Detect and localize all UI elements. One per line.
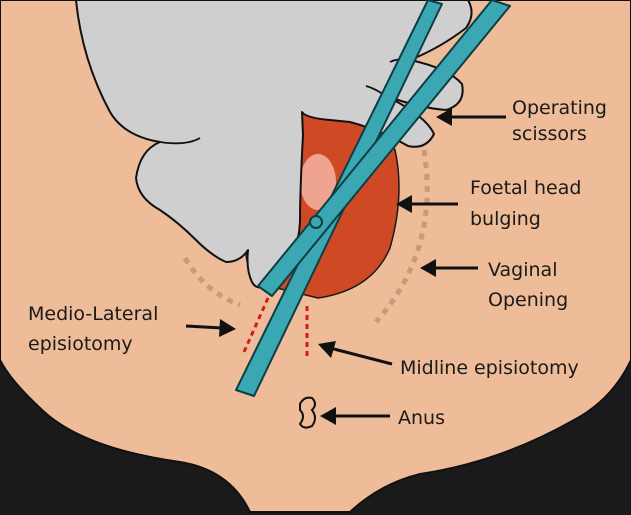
label-foetal-head: Foetal head bulging [470,177,587,230]
label-arrows [185,108,506,425]
gloved-hand [75,0,473,289]
medio-lateral-incision [242,297,270,353]
label-medio-lateral-episiotomy: Medio-Lateral episiotomy [28,303,164,355]
label-anus: Anus [398,407,445,429]
vaginal-opening-arc-left [182,256,241,308]
finger-crease-1 [159,137,201,145]
foetal-head-highlight [300,154,336,210]
label-vaginal-opening: Vaginal Opening [488,259,568,311]
arrow-midline [329,346,393,366]
arrow-mediolateral [185,324,223,330]
anus-icon [298,396,316,429]
label-midline-episiotomy: Midline episiotomy [400,357,579,379]
scissors-pivot [309,215,323,229]
label-operating-scissors: Operating scissors [512,97,613,145]
operating-scissors [235,0,511,397]
